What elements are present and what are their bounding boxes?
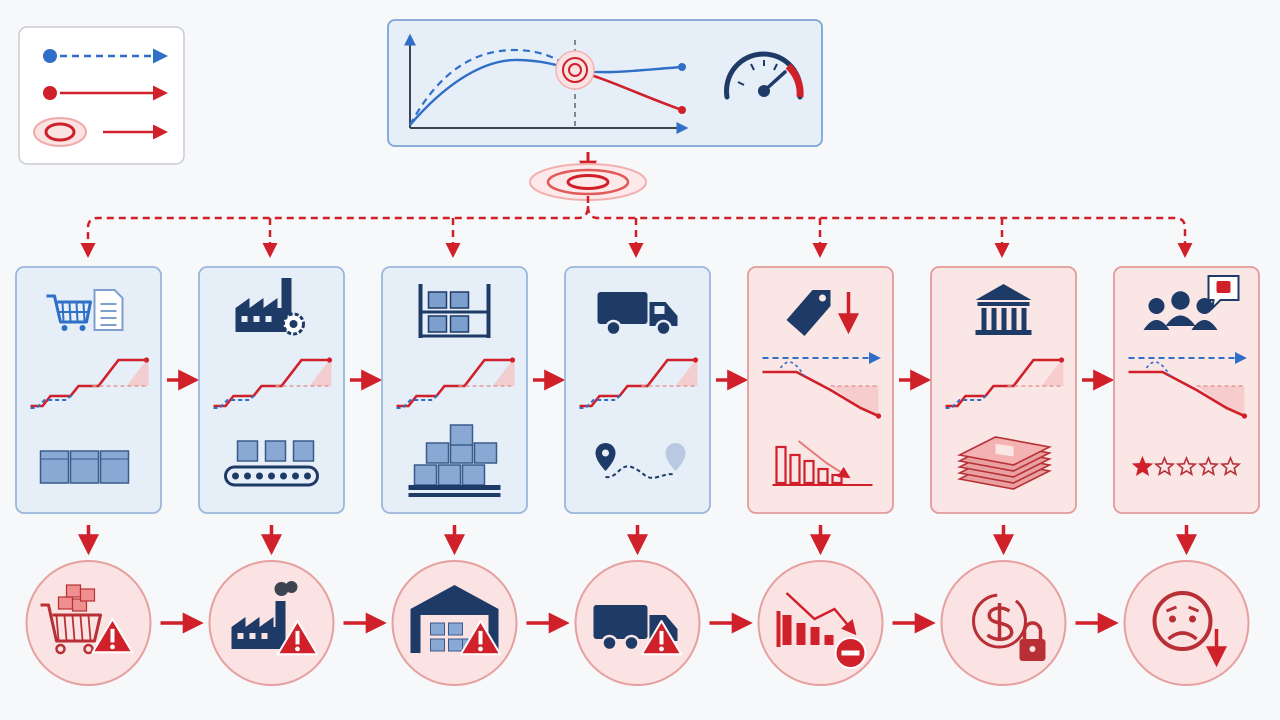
impact-circle-finance — [940, 560, 1067, 686]
trend-chart-rise — [213, 357, 333, 409]
distribution-connectors — [80, 196, 1193, 258]
target-icon — [33, 117, 87, 147]
shelving-icon — [418, 284, 491, 338]
impact-circle-transport — [574, 560, 701, 686]
stage-panel-transport — [564, 266, 711, 514]
boxes-icon — [39, 450, 130, 484]
divergence-chart-icon — [404, 33, 689, 134]
impact-circle-customers — [1123, 560, 1250, 686]
bank-icon — [975, 284, 1032, 335]
legend-item-actual — [43, 85, 168, 101]
blue-dot-icon — [43, 49, 57, 63]
factory-gear-icon — [235, 278, 305, 336]
trend-chart-fall — [762, 352, 882, 419]
cart-document-icon — [46, 289, 124, 331]
legend-item-forecast — [43, 48, 168, 64]
impact-circle-warehousing — [391, 560, 518, 686]
stage-panel-customers — [1113, 266, 1260, 514]
price-tag-down-icon — [786, 290, 859, 336]
trend-chart-rise — [579, 357, 699, 409]
factory-warning-icon — [231, 581, 319, 656]
stage-panel-orders — [15, 266, 162, 514]
top-panel — [387, 19, 823, 147]
stage-panel-pricing — [747, 266, 894, 514]
stage-panel-warehousing — [381, 266, 528, 514]
red-dot-icon — [43, 86, 57, 100]
speedometer-icon — [724, 51, 804, 100]
impact-circle-manufacturing — [208, 560, 335, 686]
impact-circle-pricing — [757, 560, 884, 686]
trend-chart-rise — [30, 357, 150, 409]
chart-minus-icon — [776, 592, 867, 669]
shock-target-icon — [555, 50, 595, 90]
stage-panels — [15, 266, 1260, 514]
pallet-stack-icon — [408, 424, 501, 497]
stage-panel-finance — [930, 266, 1077, 514]
shock-source-target-icon — [529, 152, 647, 201]
route-pins-icon — [595, 443, 686, 479]
cart-warning-icon — [40, 584, 134, 655]
conveyor-icon — [224, 440, 319, 487]
warehouse-warning-icon — [410, 585, 502, 656]
cash-stack-icon — [957, 436, 1052, 490]
trend-chart-fall — [1128, 352, 1248, 419]
legend-item-shock — [33, 117, 168, 147]
trend-chart-rise — [396, 357, 516, 409]
sad-face-down-icon — [1152, 591, 1227, 668]
stage-panel-manufacturing — [198, 266, 345, 514]
impact-circles — [25, 525, 1250, 686]
truck-warning-icon — [593, 605, 683, 656]
legend — [18, 26, 185, 165]
trend-chart-rise — [945, 357, 1065, 409]
impact-circle-orders — [25, 560, 152, 686]
cash-lock-icon — [972, 593, 1046, 661]
truck-icon — [597, 292, 678, 337]
declining-bars-icon — [772, 440, 873, 486]
people-dislike-icon — [1143, 275, 1240, 330]
one-star-rating-icon — [1131, 455, 1242, 477]
